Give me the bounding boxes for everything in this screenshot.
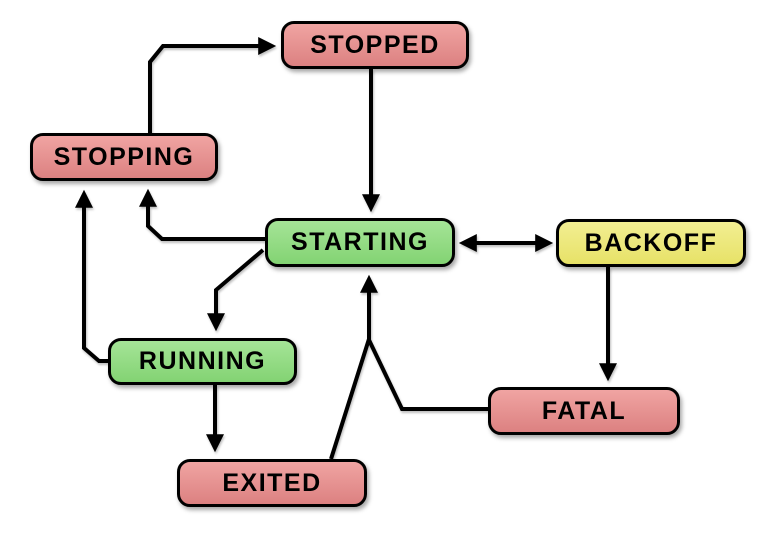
edge-stopping-to-stopped <box>148 37 277 133</box>
state-label-starting: STARTING <box>291 228 429 256</box>
state-label-stopping: STOPPING <box>53 142 195 171</box>
edge-starting-to-running <box>207 248 265 332</box>
edge-exited-to-starting <box>329 274 378 460</box>
state-label-fatal: FATAL <box>541 396 627 425</box>
state-node-fatal: FATAL <box>488 387 680 435</box>
edge-starting-to-stopping <box>139 188 265 241</box>
state-node-running: RUNNING <box>108 338 297 385</box>
state-label-stopped: STOPPED <box>310 30 440 59</box>
state-node-exited: EXITED <box>177 459 367 507</box>
state-node-stopped: STOPPED <box>281 21 469 69</box>
edge-running-to-stopping <box>75 189 108 363</box>
state-label-backoff: BACKOFF <box>584 228 718 257</box>
state-node-starting: STARTING <box>265 218 455 267</box>
state-node-stopping: STOPPING <box>30 133 218 181</box>
state-node-backoff: BACKOFF <box>556 219 746 267</box>
state-label-running: RUNNING <box>138 347 267 375</box>
edge-fatal-to-starting <box>367 339 488 411</box>
state-label-exited: EXITED <box>222 468 322 497</box>
